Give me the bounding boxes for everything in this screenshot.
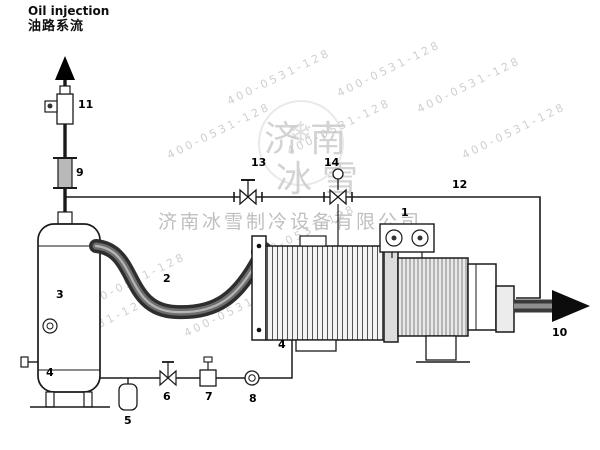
motor-body <box>265 245 385 341</box>
page-title: Oil injection 油路系流 <box>28 4 109 35</box>
pipe-fitting <box>53 157 77 189</box>
oil-supply-line <box>100 340 293 411</box>
drain-valve <box>20 356 38 368</box>
suction-pipe <box>89 239 273 320</box>
oil-return-line <box>65 196 541 299</box>
screw-compressor <box>251 223 515 363</box>
oil-valve <box>159 361 177 387</box>
title-chinese: 油路系流 <box>28 19 85 34</box>
flow-arrow-up <box>55 56 75 80</box>
compressor-body <box>397 257 469 337</box>
control-block <box>379 223 435 258</box>
title-english: Oil injection <box>28 4 110 18</box>
flow-arrow-right <box>552 290 590 322</box>
shutoff-valve-13 <box>233 179 263 206</box>
flow-sight-glass <box>244 370 260 386</box>
relief-valve <box>44 85 74 125</box>
oil-separator-tank <box>20 211 110 408</box>
discharge-arrow <box>514 290 590 322</box>
oil-filter <box>118 378 138 411</box>
shutoff-valve-14 <box>323 168 353 246</box>
solenoid-valve <box>199 356 217 387</box>
vent-pipe <box>44 56 77 212</box>
